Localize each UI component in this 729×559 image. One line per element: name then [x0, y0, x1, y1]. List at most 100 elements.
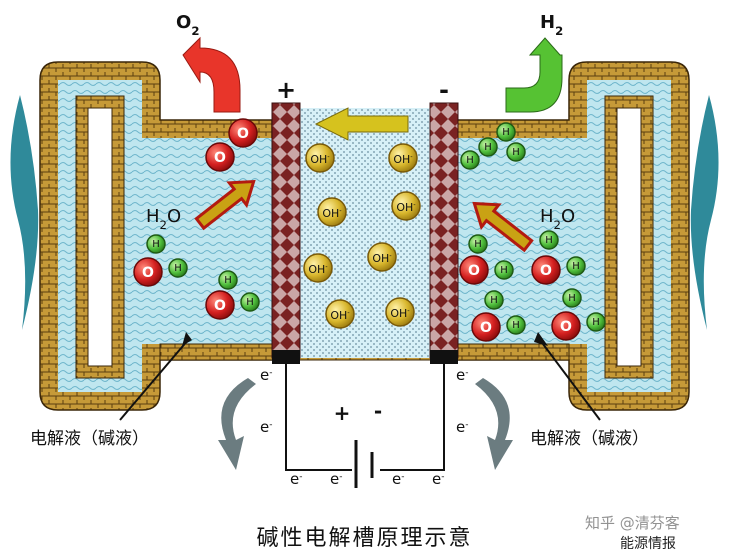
oxygen-outlet-arrow: [182, 36, 241, 113]
hydrogen-atom-label: H: [224, 275, 232, 286]
ion-flow-arrow: [314, 107, 409, 141]
oxygen-atom: [133, 257, 163, 287]
hydrogen-atom-label: H: [592, 317, 600, 328]
hydrogen-atom-label: H: [466, 155, 474, 166]
hydroxide-ion-label: OH-: [393, 153, 413, 166]
cathode-terminal: [430, 350, 458, 364]
external-circuit: [285, 364, 445, 488]
hydrogen-atom: [494, 260, 514, 280]
hydrogen-atom: [146, 234, 166, 254]
hydrogen-atom: [168, 258, 188, 278]
hydrogen-atom-label: H: [572, 261, 580, 272]
circulation-arrow-left: [10, 95, 39, 330]
oxygen-atom-label: O: [214, 150, 226, 166]
hydroxide-ion-label: OH-: [322, 207, 342, 220]
hydrogen-atom: [506, 315, 526, 335]
electron-curve-arrow-left: [218, 378, 256, 470]
hydrogen-atom-label: H: [490, 295, 498, 306]
oxygen-atom: [471, 312, 501, 342]
water-flow-arrow-right: [472, 201, 534, 253]
oxygen-atom-label: O: [560, 319, 572, 335]
hydroxide-ion: [303, 253, 333, 283]
oxygen-atom: [551, 311, 581, 341]
electron-label: e-: [456, 366, 468, 384]
electron-label: e-: [260, 366, 272, 384]
hydrogen-atom-label: H: [474, 239, 482, 250]
hydrogen-atom: [468, 234, 488, 254]
cathode-sign: -: [439, 76, 449, 104]
oxygen-atom-label: O: [480, 320, 492, 336]
hydroxide-ion: [325, 299, 355, 329]
circulation-arrow-right: [690, 95, 719, 330]
oxygen-atom-label: O: [214, 298, 226, 314]
hydrogen-atom-label: H: [568, 293, 576, 304]
hydrogen-atom-label: H: [174, 263, 182, 274]
hydroxide-ion: [391, 191, 421, 221]
electron-label: e-: [432, 470, 444, 488]
hydroxide-ion: [385, 297, 415, 327]
hydrogen-atom-label: H: [500, 265, 508, 276]
diagram-title: 碱性电解槽原理示意: [256, 526, 473, 551]
hydrogen-atom: [218, 270, 238, 290]
hydroxide-ion-label: OH-: [310, 153, 330, 166]
hydrogen-atom: [460, 150, 480, 170]
hydroxide-ion-label: OH-: [330, 309, 350, 322]
battery-positive-sign: +: [334, 401, 351, 425]
watermark-brand: 能源情报: [620, 536, 676, 552]
hydroxide-ion-label: OH-: [396, 201, 416, 214]
oxygen-atom-label: O: [468, 263, 480, 279]
hydrogen-atom: [539, 230, 559, 250]
oxygen-atom-label: O: [237, 126, 249, 142]
electron-label: e-: [260, 418, 272, 436]
oxygen-atom: [531, 255, 561, 285]
cathode-electrode: [429, 102, 459, 359]
hydroxide-ion-label: OH-: [308, 263, 328, 276]
oxygen-gas-label: O2: [176, 12, 199, 38]
hydrogen-atom: [506, 142, 526, 162]
oxygen-atom-label: O: [142, 265, 154, 281]
hydrogen-outlet-arrow: [505, 37, 563, 113]
hydroxide-ion: [367, 242, 397, 272]
hydrogen-atom: [562, 288, 582, 308]
hydrogen-atom: [478, 137, 498, 157]
electron-label: e-: [392, 470, 404, 488]
anode-sign: +: [276, 76, 296, 104]
hydrogen-atom: [566, 256, 586, 276]
oxygen-atom: [228, 118, 258, 148]
hydrogen-atom-label: H: [545, 235, 553, 246]
hydrogen-atom: [240, 292, 260, 312]
oxygen-atom: [459, 255, 489, 285]
hydrogen-atom: [586, 312, 606, 332]
hydroxide-ion-label: OH-: [372, 252, 392, 265]
hydrogen-atom: [496, 122, 516, 142]
hydrogen-atom-label: H: [512, 147, 520, 158]
hydrogen-atom-label: H: [152, 239, 160, 250]
electron-curve-arrow-right: [475, 378, 513, 470]
oxygen-atom-label: O: [540, 263, 552, 279]
hydrogen-atom-label: H: [512, 320, 520, 331]
hydrogen-atom-label: H: [484, 142, 492, 153]
hydrogen-atom-label: H: [502, 127, 510, 138]
hydroxide-ion-label: OH-: [390, 307, 410, 320]
battery-negative-sign: -: [374, 399, 382, 423]
electrolyte-label-right: 电解液（碱液）: [530, 429, 649, 449]
anode-terminal: [272, 350, 300, 364]
electrolyte-leader-left: [119, 339, 189, 421]
watermark-text: 知乎 @清芬客: [585, 514, 680, 532]
hydroxide-ion: [305, 143, 335, 173]
electron-label: e-: [290, 470, 302, 488]
hydroxide-ion: [388, 143, 418, 173]
water-flow-arrow-left: [194, 179, 256, 231]
hydrogen-atom: [484, 290, 504, 310]
hydrogen-gas-label: H2: [540, 12, 563, 38]
oxygen-atom: [205, 290, 235, 320]
water-label-right: H2O: [540, 206, 575, 232]
electrolyte-leader-right: [539, 339, 601, 421]
electron-label: e-: [456, 418, 468, 436]
hydrogen-atom-label: H: [246, 297, 254, 308]
hydroxide-ion: [317, 197, 347, 227]
water-label-left: H2O: [146, 206, 181, 232]
electrolyte-label-left: 电解液（碱液）: [30, 429, 149, 449]
